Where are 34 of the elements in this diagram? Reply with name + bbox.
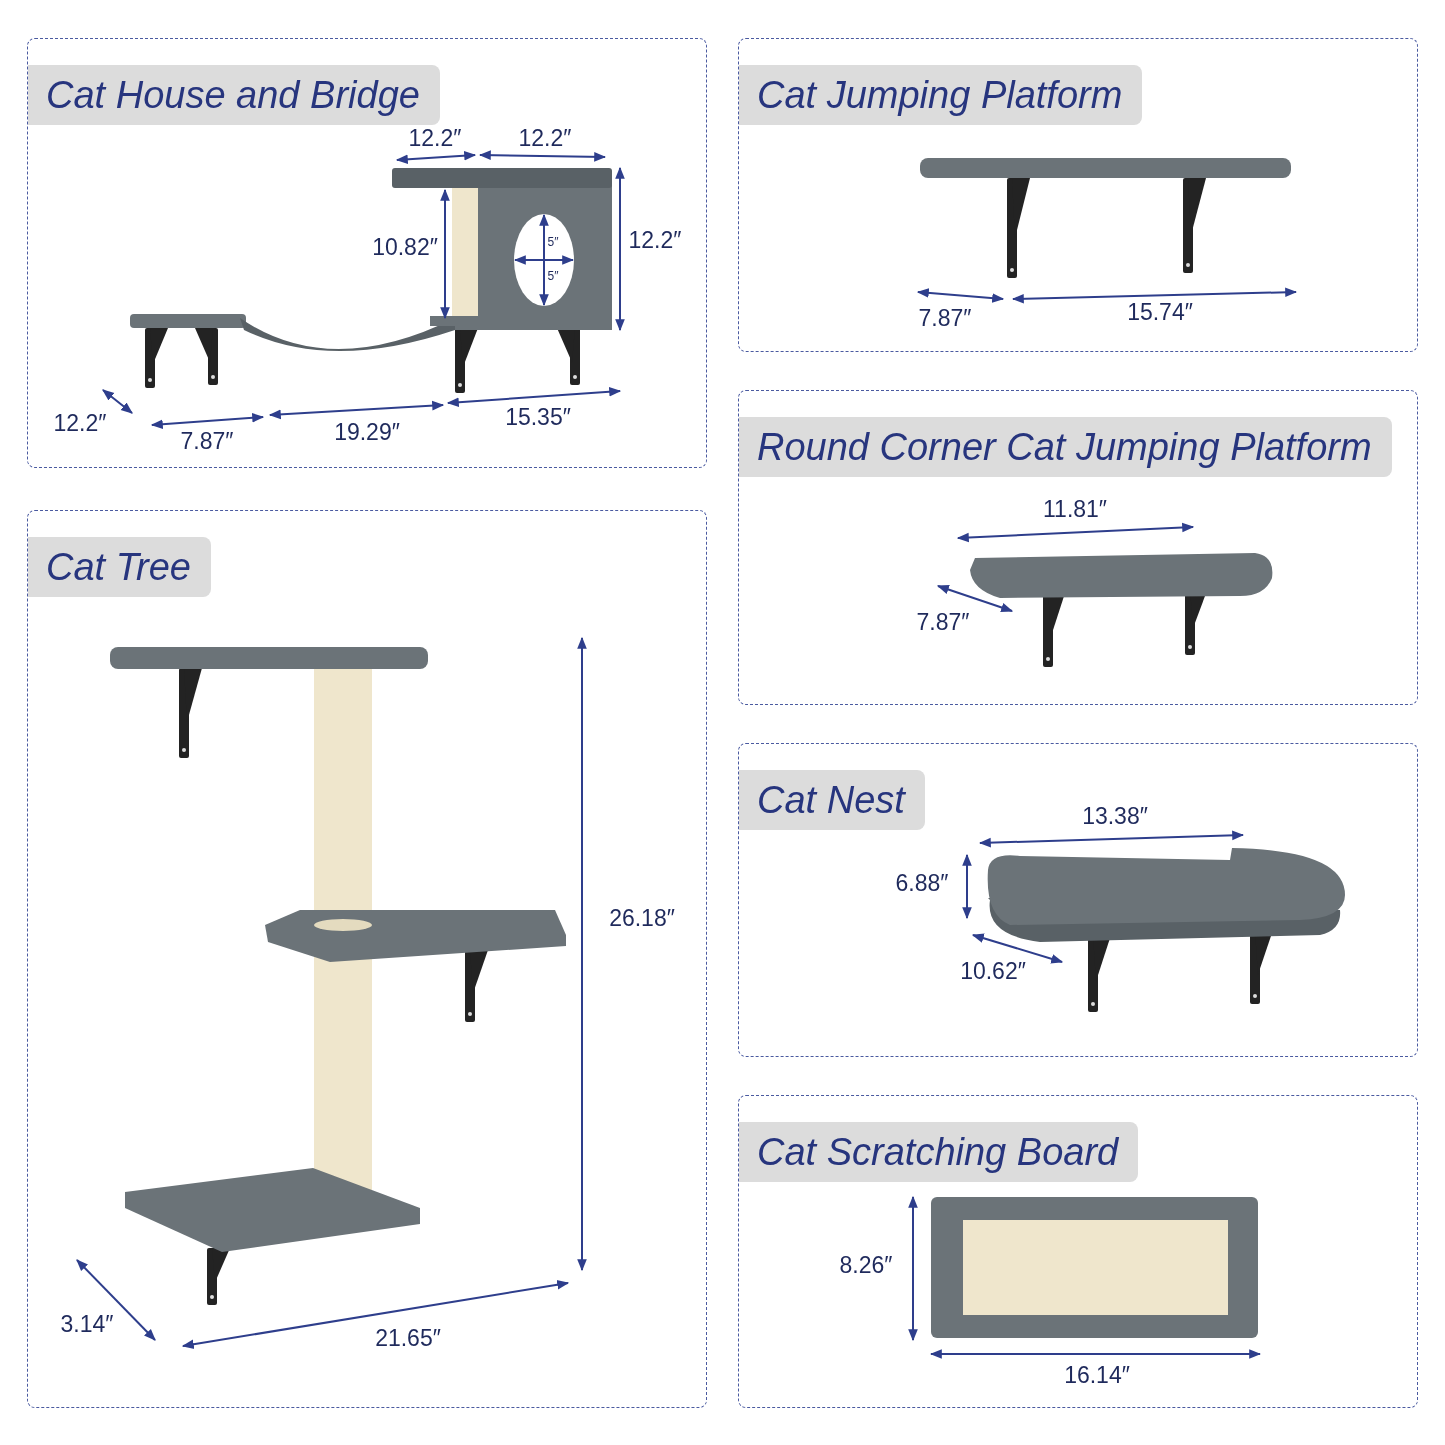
dimension-label: 7.87″: [918, 306, 972, 330]
panel-title: Cat Tree: [28, 537, 211, 597]
panel-title: Cat House and Bridge: [28, 65, 440, 125]
dimension-label: 12.2″: [628, 228, 682, 252]
dimension-label: 16.14″: [1064, 1363, 1130, 1387]
dimension-label: 7.87″: [180, 429, 234, 453]
dimension-label: 10.62″: [960, 959, 1026, 983]
dimension-label: 10.82″: [372, 235, 438, 259]
dashed-panel: [738, 390, 1418, 705]
dimension-label: 11.81″: [1043, 497, 1107, 521]
dashed-panel: [738, 1095, 1418, 1408]
dimension-label: 6.88″: [895, 871, 949, 895]
dimension-label: 15.74″: [1127, 300, 1193, 324]
dashed-panel: [27, 38, 707, 468]
dimension-label: 8.26″: [839, 1253, 893, 1277]
dimension-label: 12.2″: [53, 411, 107, 435]
dashed-panel: [738, 38, 1418, 352]
dimension-label: 21.65″: [375, 1326, 441, 1350]
panel-title: Cat Jumping Platform: [739, 65, 1143, 125]
dimension-label: 12.2″: [408, 126, 462, 150]
dimension-label: 12.2″: [518, 126, 572, 150]
panel-title: Cat Nest: [739, 770, 925, 830]
panel-title: Cat Scratching Board: [739, 1122, 1139, 1182]
dimension-label: 13.38″: [1082, 804, 1148, 828]
dimension-label: 7.87″: [916, 610, 970, 634]
dashed-panel: [738, 743, 1418, 1057]
dashed-panel: [27, 510, 707, 1408]
dimension-label: 3.14″: [60, 1312, 114, 1336]
dimension-label: 19.29″: [334, 420, 400, 444]
dimension-label: 26.18″: [609, 906, 675, 930]
dimension-label: 5″: [547, 236, 559, 248]
dimension-label: 15.35″: [505, 405, 571, 429]
dimension-label: 5″: [547, 270, 559, 282]
panel-title: Round Corner Cat Jumping Platform: [739, 417, 1392, 477]
